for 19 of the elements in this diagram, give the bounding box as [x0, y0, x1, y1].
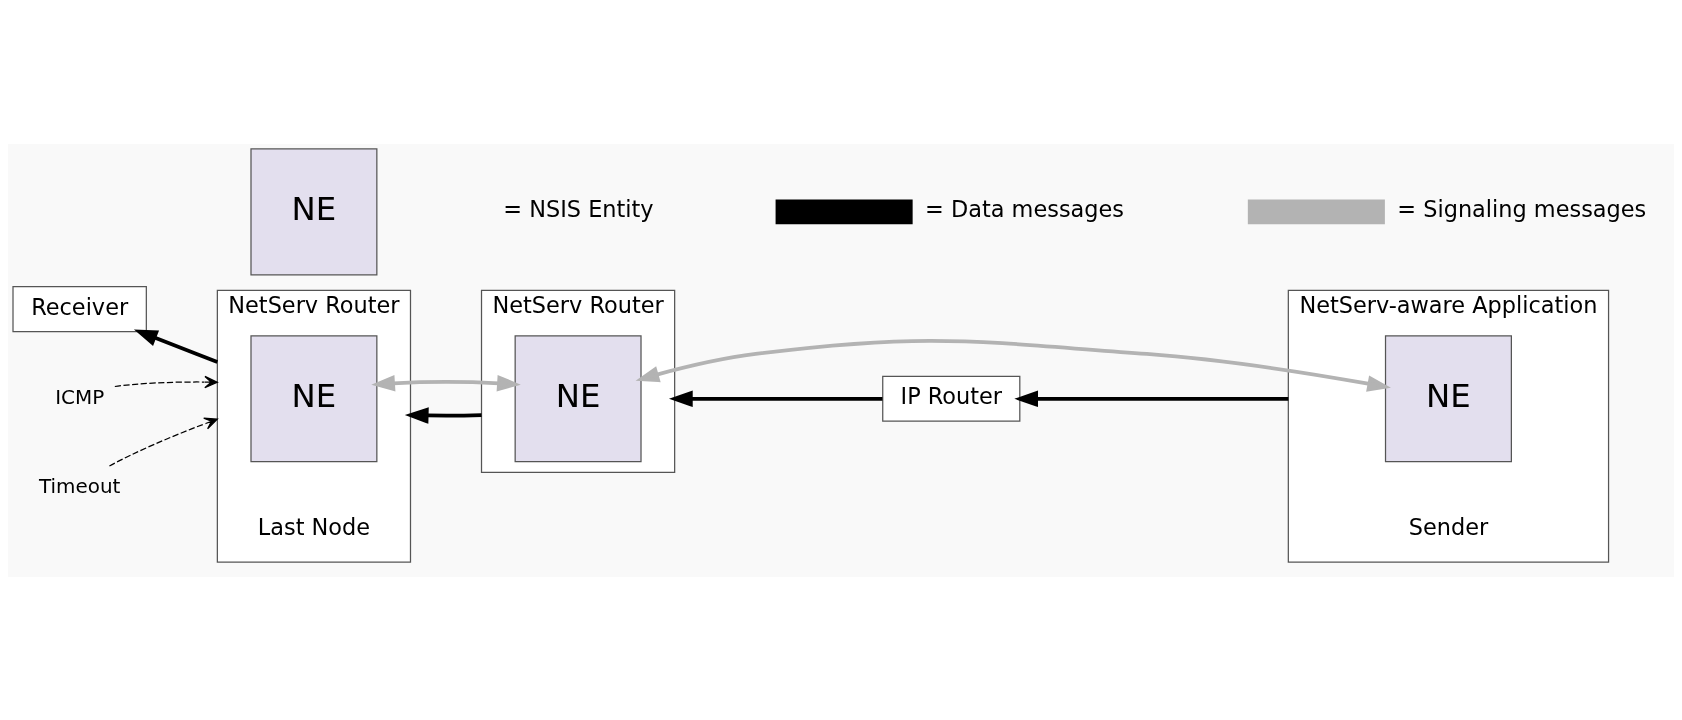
node-box: NE	[514, 334, 642, 462]
arrow	[114, 375, 218, 388]
arrow	[635, 338, 1391, 392]
node-text: Timeout	[38, 474, 121, 498]
legend-label: = NSIS Entity	[503, 195, 654, 222]
arrow	[108, 417, 218, 467]
arrow	[1014, 390, 1289, 407]
legend-label: = Signaling messages	[1397, 195, 1647, 222]
node-box: NE	[1384, 334, 1512, 462]
arrow	[133, 329, 219, 364]
arrow	[669, 390, 883, 407]
arrow	[404, 406, 482, 424]
node-box: NE	[250, 334, 378, 462]
node-text: ICMP	[55, 385, 105, 409]
node-box: NE	[250, 147, 378, 275]
node-box: IP Router	[882, 375, 1021, 422]
arrow	[371, 374, 521, 391]
node-box: Receiver	[12, 285, 147, 332]
legend-label: = Data messages	[925, 195, 1124, 222]
